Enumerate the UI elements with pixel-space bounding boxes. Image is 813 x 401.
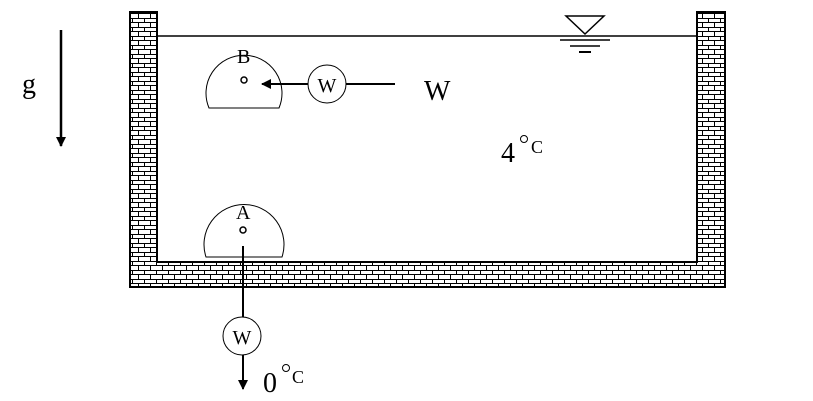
water-temp-unit: C (531, 137, 543, 157)
probe-b: W (307, 64, 347, 104)
bottom-temp-unit: C (292, 367, 304, 387)
gravity-label: g (22, 69, 36, 100)
free-surface-symbol (560, 15, 610, 53)
wire-label: W (424, 76, 451, 107)
region-a: A (203, 202, 285, 258)
probe-a: W (222, 316, 262, 356)
point-a-marker (239, 226, 247, 234)
water-temp-degree (520, 135, 528, 143)
water-temperature: 4 C (501, 135, 543, 169)
point-b-label: B (237, 46, 250, 68)
probe-b-label: W (318, 75, 337, 97)
probe-a-label: W (233, 327, 252, 349)
bottom-temp-value: 0 (263, 368, 277, 399)
bottom-temp-degree (282, 364, 290, 372)
bottom-temperature: 0 C (263, 364, 304, 399)
water-temp-value: 4 (501, 138, 515, 169)
tank (129, 11, 726, 288)
point-b-marker (240, 76, 248, 84)
region-b: B (205, 46, 283, 109)
point-a-label: A (236, 202, 251, 224)
